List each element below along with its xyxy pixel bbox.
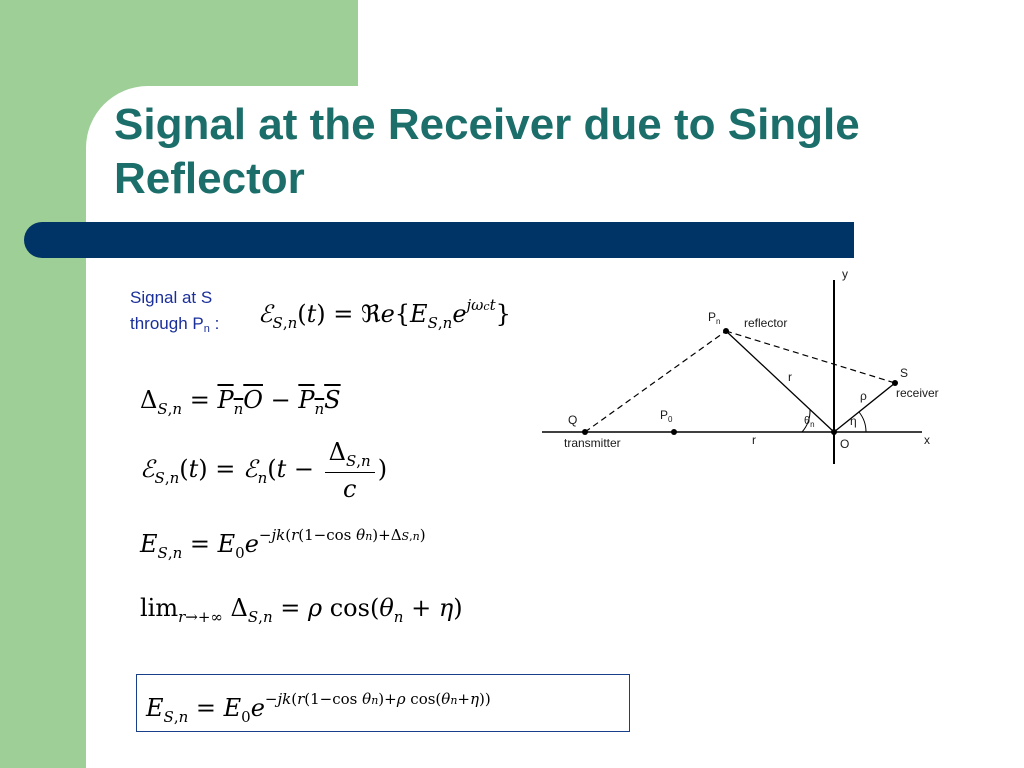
slide-content-panel [86, 86, 1024, 768]
label-transmitter: transmitter [564, 436, 621, 450]
equation-final-result: ES,n = E0e−jk(r(1−cos θn)+ρ cos(θn+η)) [146, 690, 491, 726]
label-r-slant: r [788, 370, 792, 384]
title-divider-bar [24, 222, 854, 258]
label-q: Q [568, 413, 577, 427]
label-reflector: reflector [744, 316, 787, 330]
equation-path-difference: ΔS,n = PnO − PnS [140, 386, 341, 418]
line-origin-to-s [833, 382, 896, 433]
label-rho: ρ [860, 389, 867, 403]
result-box [136, 674, 630, 732]
point-origin [831, 429, 837, 435]
point-p0 [671, 429, 677, 435]
label-receiver: receiver [896, 386, 939, 400]
label-eta: η [850, 414, 857, 428]
equation-received-signal: ℰS,n(t) = ℜe{ES,nejωct} [258, 296, 511, 332]
point-s [892, 380, 898, 386]
title-line-2: Reflector [114, 154, 305, 203]
theta-arc [801, 409, 811, 433]
caption-line-2: through Pn : [130, 314, 220, 335]
eta-arc [858, 411, 867, 433]
x-axis-label: x [924, 433, 930, 447]
equation-limit: limr→+∞ ΔS,n = ρ cos(θn + η) [140, 594, 463, 626]
equation-complex-envelope: ES,n = E0e−jk(r(1−cos θn)+ΔS,n) [140, 526, 426, 562]
reflector-geometry-diagram: y x Pn reflector S receiver Q transmitte… [542, 267, 939, 464]
path-pn-to-s [725, 330, 896, 384]
label-origin: O [840, 437, 849, 451]
label-r-axis: r [752, 433, 756, 447]
path-q-to-pn [584, 330, 727, 433]
label-p0: P0 [660, 408, 673, 424]
label-pn: Pn [708, 310, 720, 326]
line-pn-to-origin [725, 330, 835, 433]
label-s: S [900, 366, 908, 380]
point-q [582, 429, 588, 435]
label-theta: θn [804, 415, 815, 429]
title-line-1: Signal at the Receiver due to Single [114, 100, 860, 149]
signal-caption: Signal at S through Pn : [130, 285, 219, 342]
slide-title: Signal at the Receiver due to Single Ref… [114, 98, 1014, 206]
point-pn [723, 328, 729, 334]
y-axis-label: y [842, 267, 848, 281]
caption-line-1: Signal at S [130, 288, 213, 307]
